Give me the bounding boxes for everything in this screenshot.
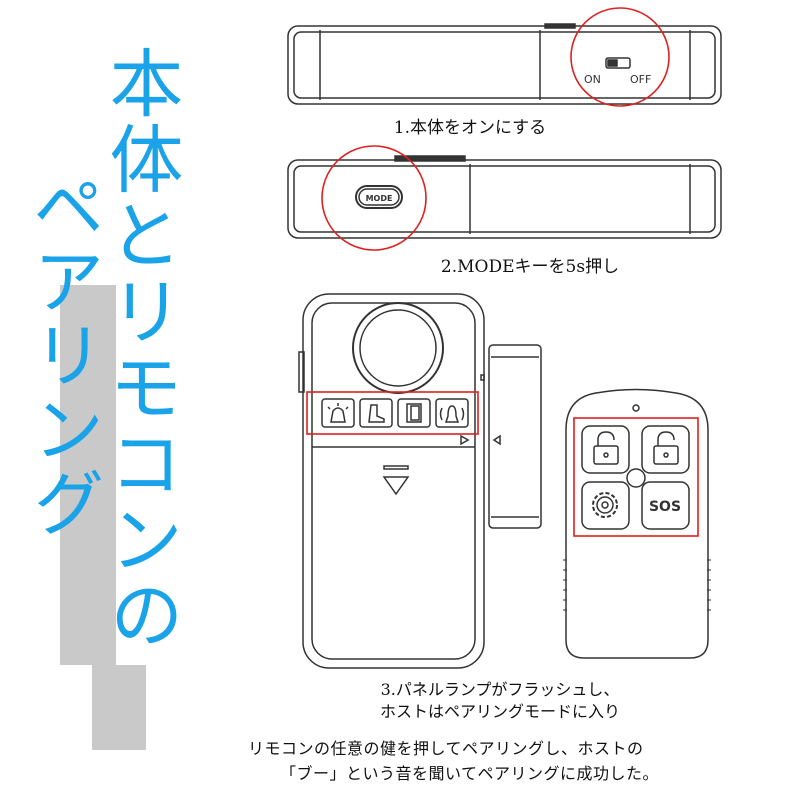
mode-button: [355, 185, 403, 209]
switch-on-label: ON: [584, 73, 601, 86]
step-3-caption-line1: 3.パネルランプがフラッシュし、: [380, 680, 620, 699]
footer-line-2: 「ブー」という音を聞いてペアリングに成功した。: [280, 764, 660, 783]
title-column-2: ペアリング: [20, 170, 104, 540]
mode-highlight-circle: [321, 145, 427, 251]
door-sensor: [488, 344, 542, 529]
gray-bar-right: [92, 665, 146, 750]
main-unit-front: [298, 293, 485, 669]
remote-sos-label: SOS: [649, 499, 681, 515]
step-3-caption-line2: ホストはペアリングモードに入り: [379, 702, 620, 721]
gray-bar-left: [60, 285, 116, 665]
switch-off-label: OFF: [630, 73, 651, 86]
switch-highlight-circle: [570, 7, 670, 107]
title-column-1: 本体とリモコンの: [97, 45, 183, 653]
remote-buttons-highlight-box: [573, 417, 699, 537]
step-2-caption: 2.MODEキーを5s押し: [440, 257, 620, 277]
power-switch: [605, 57, 631, 69]
footer-line-1: リモコンの任意の健を押してペアリングし、ホストの: [248, 739, 644, 758]
device-top-view-2: [287, 155, 722, 239]
remote-control: [563, 388, 711, 659]
mode-button-label: MODE: [366, 194, 393, 203]
panel-icons: [321, 398, 469, 428]
device-top-view-1: [287, 23, 722, 105]
step-1-caption: 1.本体をオンにする: [393, 118, 547, 138]
panel-highlight-box: [306, 391, 479, 435]
